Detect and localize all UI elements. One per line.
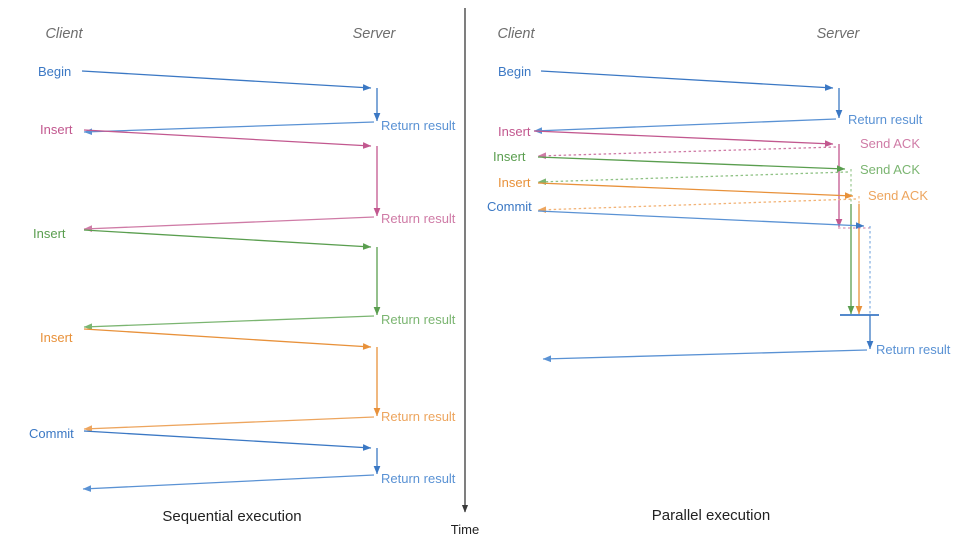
lane-title-client: Client <box>45 26 83 42</box>
arrow-begin-return <box>83 121 375 136</box>
message-label-begin: Begin <box>38 64 71 79</box>
return-label-insert-3: Return result <box>381 409 456 424</box>
arrow-insert2-ack-parallel <box>537 171 849 186</box>
message-label-insert-2: Insert <box>33 226 66 241</box>
message-commit: Commit Return result <box>29 426 456 492</box>
arrow-insert1-ack-parallel <box>537 146 837 160</box>
message-label-insert-3-parallel: Insert <box>498 175 531 190</box>
arrow-commit-return-parallel <box>542 349 868 363</box>
return-label-insert-2: Return result <box>381 312 456 327</box>
message-label-insert-2-parallel: Insert <box>493 149 526 164</box>
ack-label-insert-1: Send ACK <box>860 136 920 151</box>
message-label-commit-parallel: Commit <box>487 199 532 214</box>
lane-title-client-parallel: Client <box>497 26 535 42</box>
message-insert-1: Insert Return result <box>40 122 456 233</box>
arrow-insert3-ack-parallel <box>537 198 857 214</box>
time-axis-label: Time <box>451 522 479 537</box>
arrow-insert3-return <box>83 416 375 433</box>
arrow-insert2-return <box>83 315 375 331</box>
arrow-insert2-request <box>83 229 372 250</box>
message-insert-3-parallel: Insert Send ACK <box>498 175 928 315</box>
time-axis: Time <box>451 8 479 537</box>
lane-title-server-parallel: Server <box>817 26 861 42</box>
arrow-insert2-request-parallel <box>537 156 846 173</box>
arrow-insert1-return <box>83 216 375 233</box>
arrow-insert3-request-parallel <box>537 182 854 200</box>
return-label-begin-parallel: Return result <box>848 112 923 127</box>
message-insert-3: Insert Return result <box>40 328 456 433</box>
arrow-begin-request-parallel <box>540 70 834 91</box>
message-label-begin-parallel: Begin <box>498 64 531 79</box>
arrow-begin-request <box>81 70 372 91</box>
return-label-insert-1: Return result <box>381 211 456 226</box>
panel-parallel: Client Server Begin Return result Insert… <box>487 26 951 524</box>
arrow-commit-request <box>83 430 372 451</box>
final-return-label-parallel: Return result <box>876 342 951 357</box>
message-commit-parallel: Commit Return result <box>487 199 951 363</box>
arrow-insert3-request <box>83 328 372 350</box>
lane-title-server: Server <box>353 26 397 42</box>
ack-label-insert-2: Send ACK <box>860 162 920 177</box>
message-label-commit: Commit <box>29 426 74 441</box>
arrow-begin-return-parallel <box>533 118 837 135</box>
message-insert-2-parallel: Insert Send ACK <box>493 149 920 315</box>
message-label-insert-1: Insert <box>40 122 73 137</box>
return-label-begin: Return result <box>381 118 456 133</box>
message-label-insert-1-parallel: Insert <box>498 124 531 139</box>
arrow-insert1-request <box>83 129 372 149</box>
arrow-commit-return <box>82 474 375 492</box>
ack-label-insert-3: Send ACK <box>868 188 928 203</box>
message-insert-1-parallel: Insert Send ACK <box>498 124 920 228</box>
message-label-insert-3: Insert <box>40 330 73 345</box>
panel-caption-sequential: Sequential execution <box>162 508 301 525</box>
message-begin: Begin Return result <box>38 64 456 136</box>
message-insert-2: Insert Return result <box>33 226 456 331</box>
panel-caption-parallel: Parallel execution <box>652 507 770 524</box>
message-begin-parallel: Begin Return result <box>498 64 923 135</box>
panel-sequential: Client Server Begin Return result Insert… <box>29 26 456 525</box>
arrow-insert1-request-parallel <box>533 130 834 148</box>
arrow-commit-request-parallel <box>537 210 865 230</box>
return-label-commit: Return result <box>381 471 456 486</box>
